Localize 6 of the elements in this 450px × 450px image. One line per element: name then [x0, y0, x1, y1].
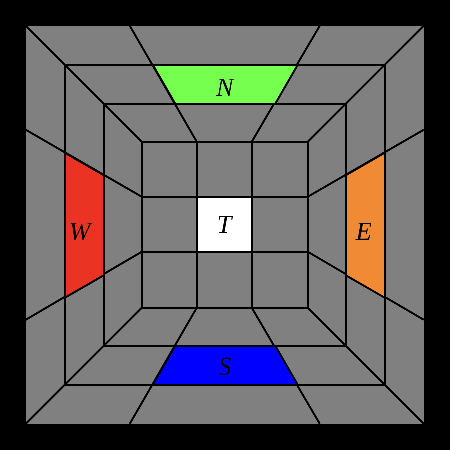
- cell-letter: E: [356, 219, 372, 245]
- cell-letter: T: [217, 212, 232, 238]
- square-cell: [196, 196, 253, 253]
- cell-letter: W: [69, 219, 91, 245]
- cell-letter: S: [218, 354, 232, 380]
- cell-letter: N: [216, 75, 234, 101]
